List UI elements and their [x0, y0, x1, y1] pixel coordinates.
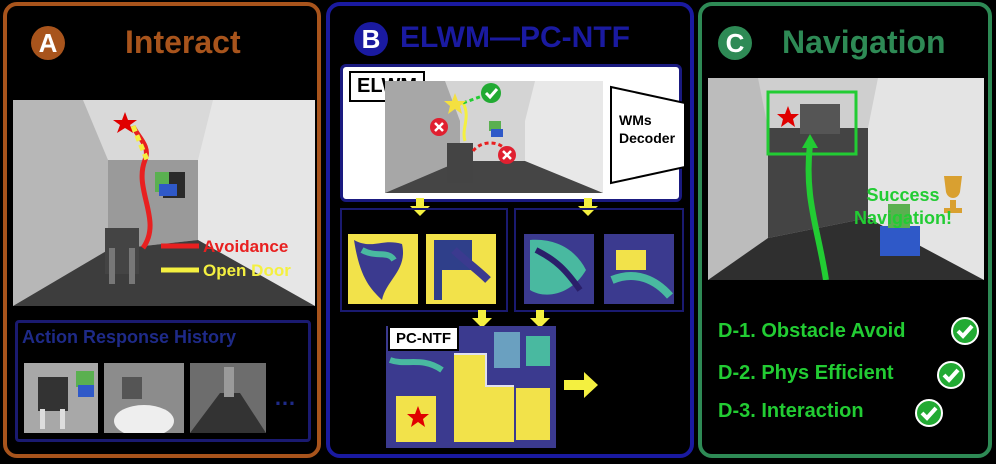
pcntf-label: PC-NTF: [388, 326, 459, 351]
decoder-label: WMs Decoder: [619, 112, 676, 146]
elwm-scene-photo: [385, 81, 603, 193]
history-ellipsis: …: [274, 385, 296, 410]
legend-avoidance: Avoidance: [203, 237, 289, 256]
check-icon-2: [937, 361, 965, 389]
action-history-box: Action Response History …: [15, 320, 311, 442]
navigation-scene: [708, 78, 984, 280]
panel-elwm-pcntf: B ELWM—PC-NTF ELWM: [326, 2, 694, 458]
history-thumb-1: [24, 363, 98, 433]
heatmap-group-right: [514, 208, 684, 312]
history-thumb-3: [190, 363, 266, 433]
pcntf-map: [386, 326, 556, 448]
pcntf-field: [386, 326, 556, 448]
navigation-scene-photo: Success Navigation!: [708, 78, 984, 280]
panel-c-title: Navigation: [782, 24, 946, 60]
corridor-scene: [13, 100, 315, 306]
arrow-down-set-2: [472, 310, 550, 328]
nav-item-1: D-1. Obstacle Avoid: [718, 320, 906, 342]
legend-open-door: Open Door: [203, 261, 291, 280]
arrow-right: [564, 372, 598, 398]
nav-item-2: D-2. Phys Efficient: [718, 362, 894, 384]
nav-item-3: D-3. Interaction: [718, 400, 864, 422]
decoder-trapezoid: [610, 85, 686, 185]
success-navigation-text: Success Navigation!: [853, 185, 952, 228]
panel-navigation: C Navigation Success Navigation! D-1. Ob…: [698, 2, 992, 458]
badge-b: B: [354, 22, 388, 56]
panel-a-title: Interact: [125, 24, 241, 60]
badge-c: C: [718, 26, 752, 60]
elwm-box: ELWM: [340, 64, 686, 202]
interact-scene-photo: Avoidance Open Door: [13, 100, 315, 306]
check-icon-3: [915, 399, 943, 427]
arrow-down-set-1: [410, 198, 598, 216]
badge-a: A: [31, 26, 65, 60]
history-thumb-2: [104, 363, 184, 433]
check-icon-1: [951, 317, 979, 345]
heatmap-group-left: [340, 208, 508, 312]
panel-b-title: ELWM—PC-NTF: [400, 21, 630, 54]
history-title: Action Response History: [22, 327, 237, 347]
heatmaps-left: [348, 234, 496, 304]
panel-interact: A Interact Avoidance Open Door Action Re…: [3, 2, 321, 458]
heatmaps-right: [524, 234, 674, 304]
